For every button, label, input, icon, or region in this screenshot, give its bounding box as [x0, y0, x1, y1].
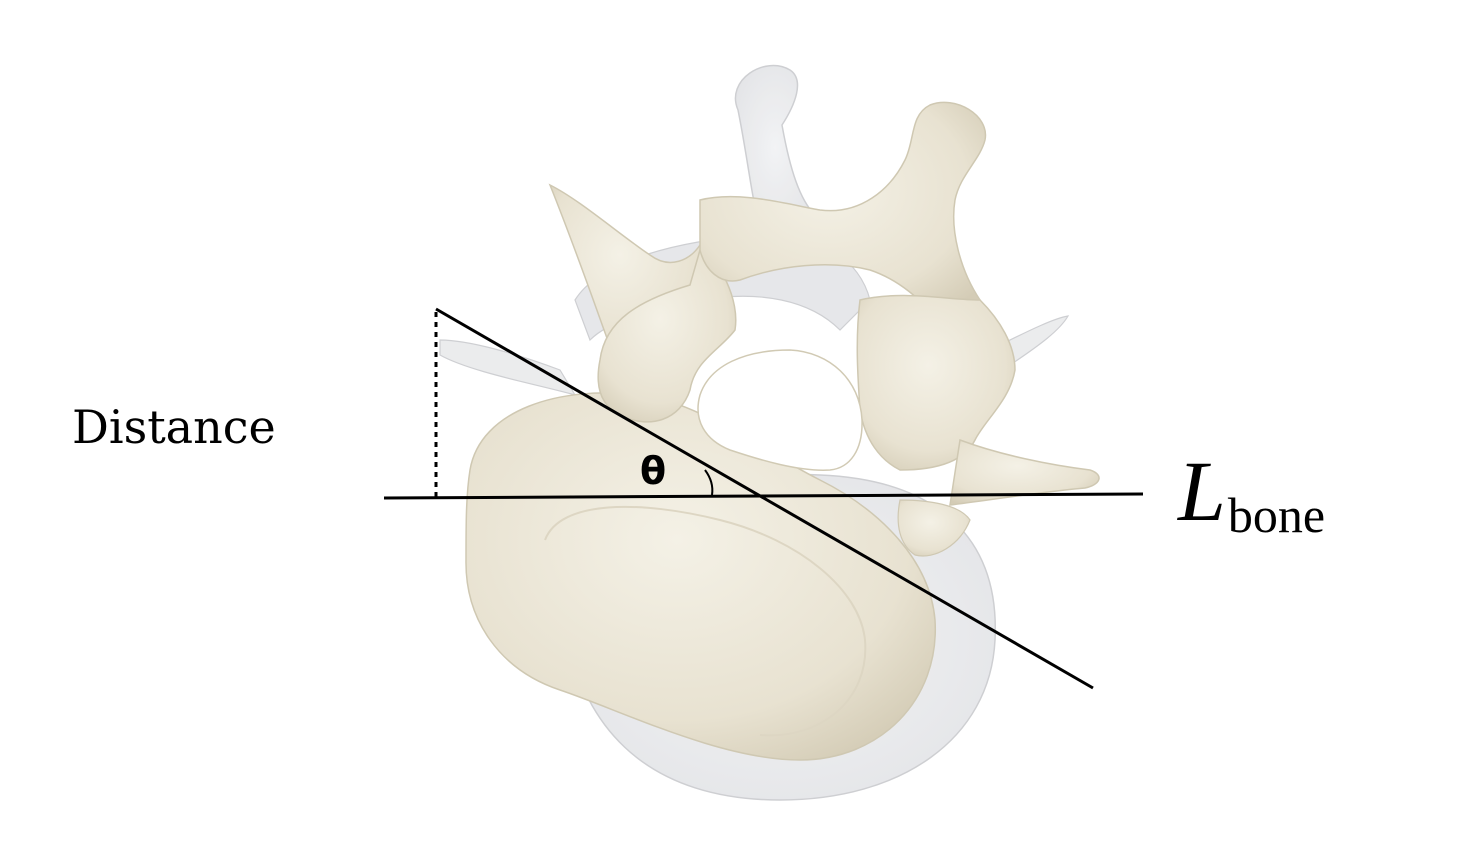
- vertebra: [465, 101, 1100, 761]
- distance-label: Distance: [72, 400, 276, 454]
- vertebral-foramen: [697, 349, 863, 471]
- bone-reference-line: [383, 492, 1144, 500]
- right-pedicle: [856, 294, 1016, 471]
- bone-line-label-subscript: bone: [1227, 487, 1326, 543]
- vertebral-body-inner-contour: [544, 505, 867, 737]
- posterior-arch: [699, 101, 987, 321]
- ghost-transverse-process: [439, 339, 577, 396]
- oblique-line: [435, 307, 1094, 690]
- right-transverse-process: [949, 438, 1100, 506]
- angle-arc: [704, 469, 714, 496]
- inferior-articular-process: [897, 499, 971, 557]
- bone-line-label-main: L: [1178, 443, 1226, 539]
- ghost-transverse-process-right: [999, 315, 1070, 366]
- bone-line-label: Lbone: [1178, 448, 1325, 540]
- ghost-spinous-process: [734, 64, 817, 231]
- annotations: [383, 307, 1144, 690]
- vertebral-body: [465, 392, 936, 761]
- angle-label: θ: [640, 449, 667, 493]
